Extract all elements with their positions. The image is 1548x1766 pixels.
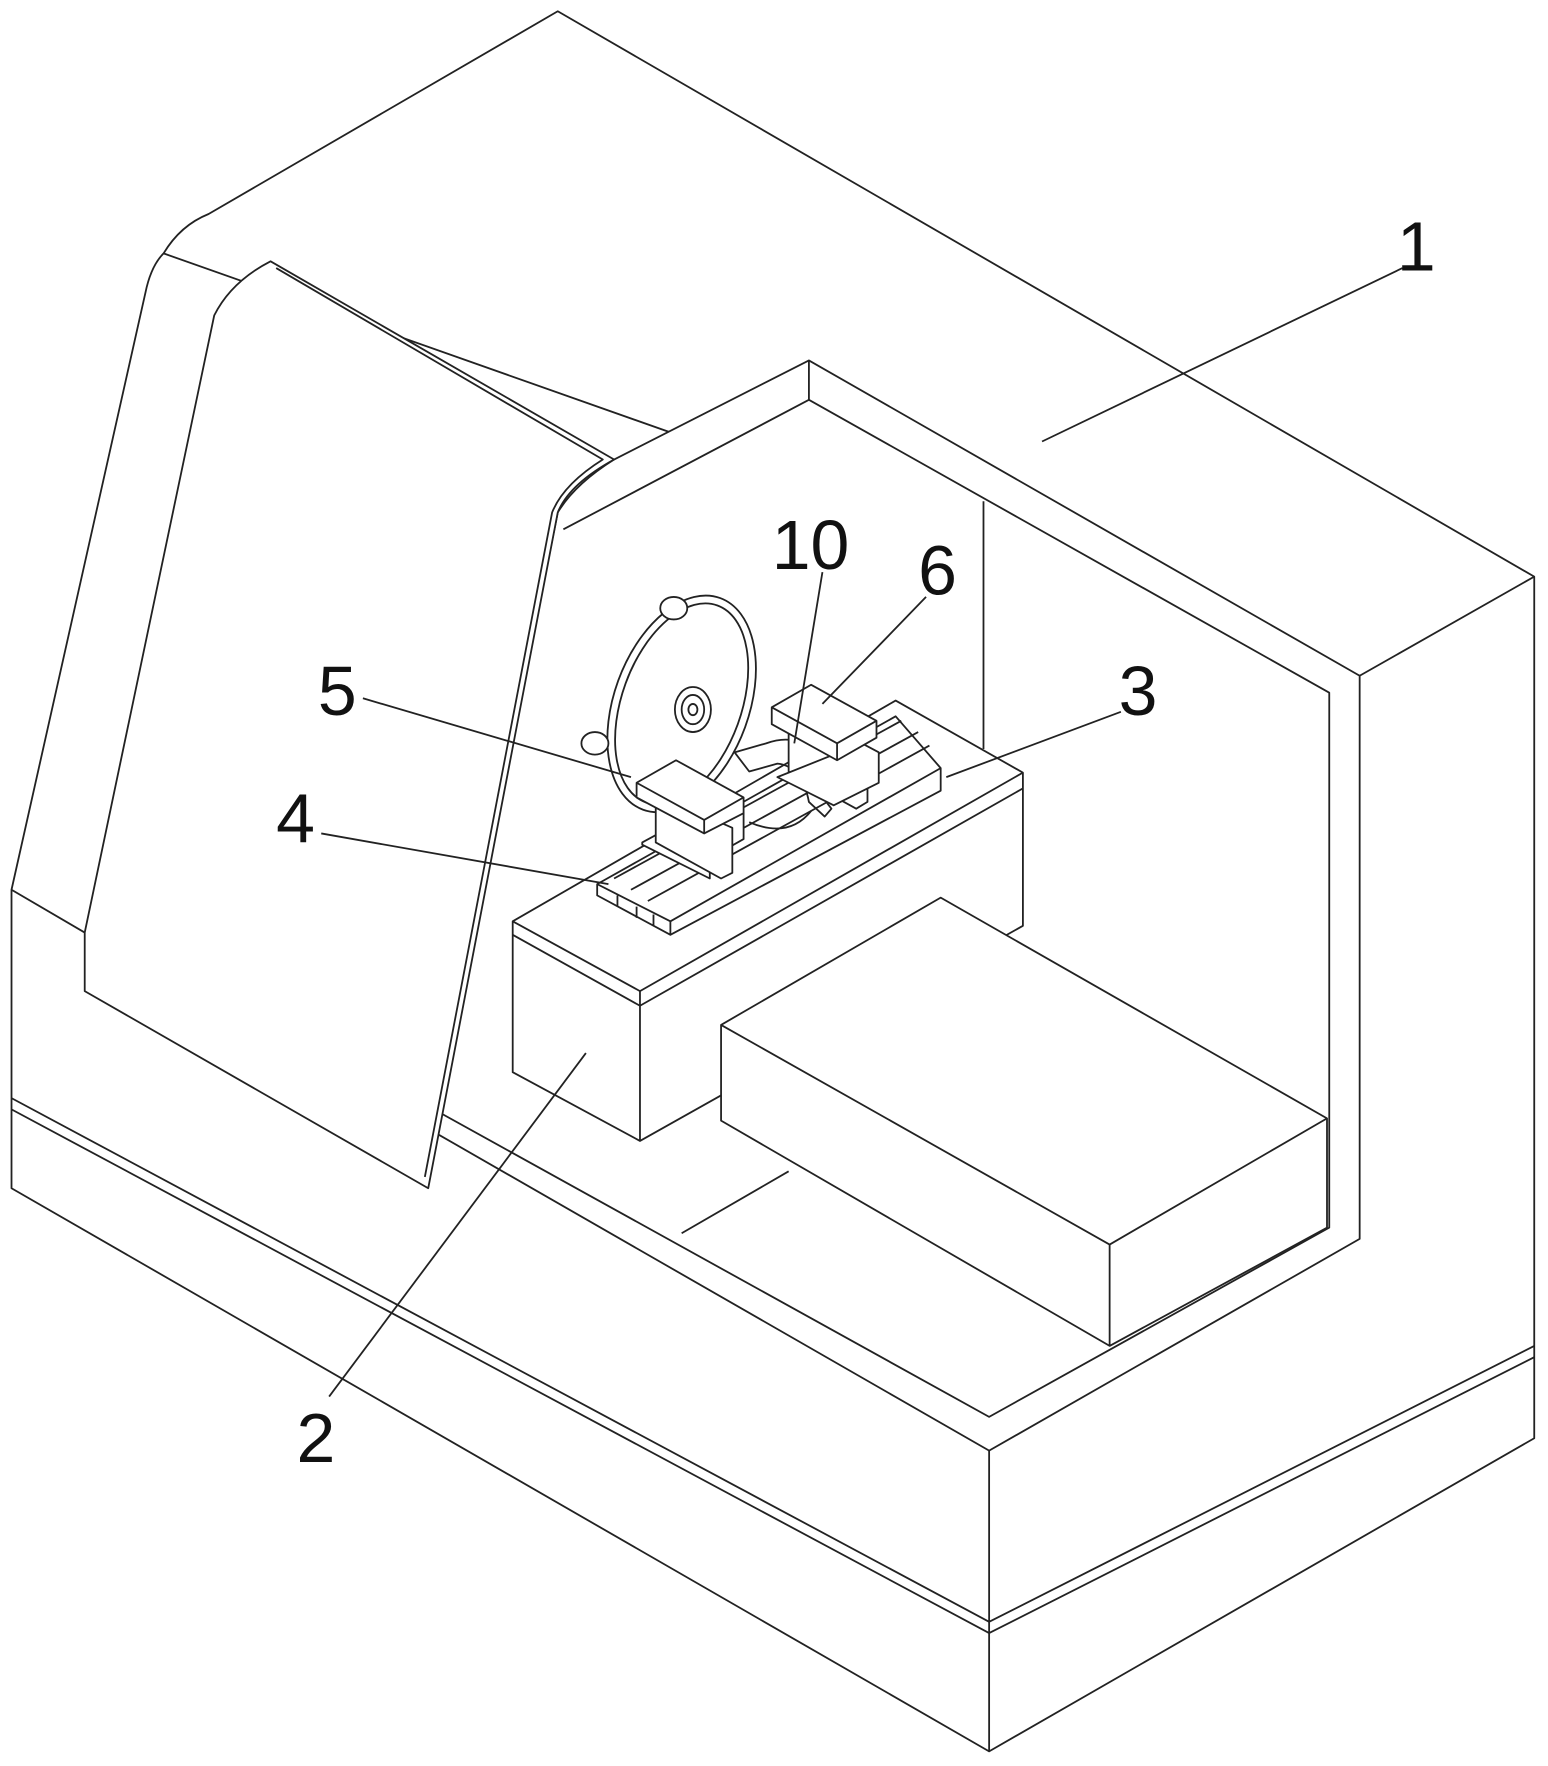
- label-6: 6: [918, 532, 957, 610]
- label-1: 1: [1397, 207, 1436, 285]
- label-2: 2: [296, 1399, 335, 1477]
- label-4: 4: [276, 779, 315, 857]
- label-3: 3: [1119, 652, 1158, 730]
- label-10: 10: [772, 506, 850, 584]
- label-5: 5: [318, 652, 357, 730]
